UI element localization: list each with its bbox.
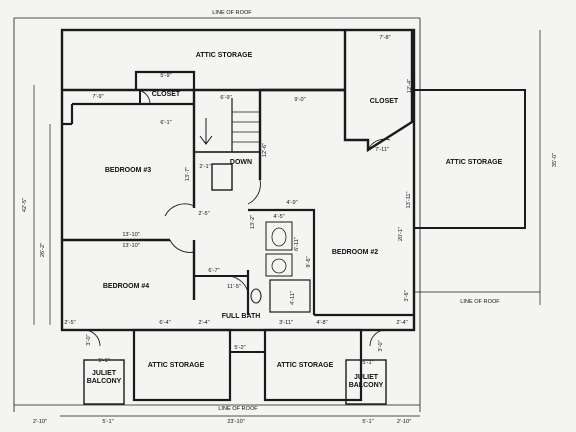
dim-label: 5'-1": [362, 419, 373, 425]
juliet-balcony-left-label-2: BALCONY: [87, 378, 122, 385]
full-bath-label: FULL BATH: [222, 313, 261, 320]
vanity-sink: [265, 253, 293, 277]
dim-label: 4'-5": [273, 214, 284, 220]
dim-label-vertical: 12'-6": [262, 143, 268, 157]
attic-storage-right-label: ATTIC STORAGE: [446, 159, 503, 166]
dim-label: 11'-5": [227, 284, 241, 290]
toilet: [250, 288, 262, 304]
dim-label-vertical: 35'-0": [552, 153, 558, 167]
bedroom4-label: BEDROOM #4: [103, 283, 149, 290]
attic-storage-bottom-right-label: ATTIC STORAGE: [277, 362, 334, 369]
dim-label: 7'-8": [379, 35, 390, 41]
dim-label-vertical: 9'-6": [306, 256, 312, 267]
dim-label-vertical: 20'-1": [398, 227, 404, 241]
dim-label: 13'-10": [122, 232, 139, 238]
dim-label: 5'-1": [102, 419, 113, 425]
dim-label-vertical: 3'-6": [404, 290, 410, 301]
dim-label: 6'-1": [160, 120, 171, 126]
dim-label: 2'-5": [64, 320, 75, 326]
dim-label-vertical: 6'-11": [294, 237, 300, 251]
dim-label: 5'-1": [98, 358, 109, 364]
dim-label-vertical: 13'-7": [185, 167, 191, 181]
juliet-balcony-right-label-1: JULIET: [354, 374, 379, 381]
roof-label-bottom: LINE OF ROOF: [218, 406, 258, 412]
dim-label-vertical: 42'-5": [22, 198, 28, 212]
dim-label: 5'-1": [362, 360, 373, 366]
dim-label: 6'-7": [208, 268, 219, 274]
bath-wall: [248, 208, 316, 315]
door-swing-bath: [225, 275, 249, 293]
attic-storage-bottom-left-label: ATTIC STORAGE: [148, 362, 205, 369]
dim-label: 13'-10": [122, 243, 139, 249]
dim-label-vertical: 12'-4": [407, 79, 413, 93]
door-swing-bedroom4: [169, 239, 195, 253]
dim-label: 5'-9": [160, 73, 171, 79]
dim-label: 4'-9": [286, 200, 297, 206]
roof-label-right: LINE OF ROOF: [460, 299, 500, 305]
attic-storage-top-label: ATTIC STORAGE: [196, 52, 253, 59]
dim-label-vertical: 26'-2": [40, 243, 46, 257]
dim-label: 7'-11": [375, 147, 389, 153]
dim-label: 2'-5": [198, 211, 209, 217]
dim-label-vertical: 13'-2": [250, 215, 256, 229]
dim-label: 23'-10": [227, 419, 244, 425]
closet-right-wall: [343, 30, 414, 153]
dim-label: 6'-9": [220, 95, 231, 101]
down-label: DOWN: [230, 159, 252, 166]
dim-label: 6'-4": [159, 320, 170, 326]
attic-storage-right-wall: [413, 89, 526, 229]
dim-label: 2'-10": [33, 419, 47, 425]
juliet-balcony-right-label-2: BALCONY: [349, 382, 384, 389]
juliet-balcony-left: [83, 359, 125, 405]
dim-label: 3'-11": [279, 320, 293, 326]
dim-label: 7'-9": [92, 94, 103, 100]
attic-storage-bottom-left-wall: [132, 328, 232, 402]
bedroom3-label: BEDROOM #3: [105, 167, 151, 174]
dim-label-vertical: 4'-11": [290, 291, 296, 305]
dim-label: 2'-4": [198, 320, 209, 326]
dim-label: 4'-8": [316, 320, 327, 326]
juliet-balcony-right: [345, 359, 387, 405]
closet-right-label: CLOSET: [370, 98, 399, 105]
closet-left-wall: [134, 70, 196, 90]
dim-label: 2'-10": [397, 419, 411, 425]
dim-label-vertical: 13'-11": [406, 192, 412, 209]
dim-label: 5'-2": [234, 345, 245, 351]
door-swing-bedroom2: [247, 179, 261, 205]
dim-label: 2'-4": [396, 320, 407, 326]
juliet-balcony-left-label-1: JULIET: [92, 370, 117, 377]
dim-label-vertical: 3'-0": [86, 334, 92, 345]
bathtub: [269, 279, 311, 313]
roof-label-top: LINE OF ROOF: [212, 10, 252, 16]
linen-closet: [211, 163, 233, 191]
dim-label: 9'-0": [294, 97, 305, 103]
bedroom2-label: BEDROOM #2: [332, 249, 378, 256]
dim-label-vertical: 3'-0": [378, 340, 384, 351]
dim-label: 2'-1": [199, 164, 210, 170]
vanity: [265, 221, 293, 251]
door-swing-bedroom3: [164, 203, 195, 217]
attic-storage-bottom-right-wall: [263, 328, 363, 402]
closet-left-label: CLOSET: [152, 91, 181, 98]
